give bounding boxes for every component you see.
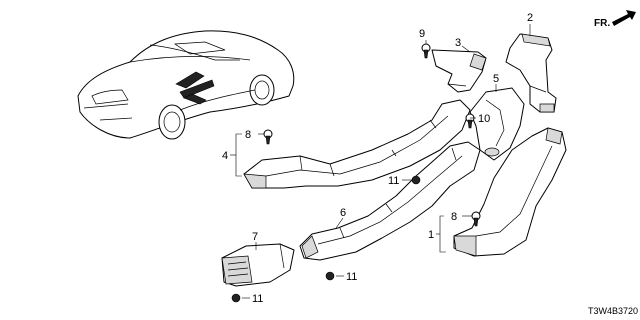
- callout-10: 10: [478, 113, 490, 125]
- fastener-8-clip-upper: [263, 129, 273, 145]
- duct-part-3: [431, 49, 487, 93]
- front-direction-label: FR.: [594, 18, 610, 29]
- fastener-11-screw-lower: [325, 271, 335, 281]
- duct-part-4: [243, 99, 471, 189]
- callout-7: 7: [252, 231, 258, 243]
- front-direction-arrow-icon: [612, 10, 636, 26]
- callout-1: 1: [428, 229, 434, 241]
- callout-8-upper: 8: [245, 129, 251, 141]
- fastener-10-clip: [465, 113, 475, 129]
- callout-11-mid: 11: [388, 175, 399, 187]
- duct-part-2: [505, 33, 557, 113]
- callout-11-lower: 11: [346, 271, 357, 283]
- duct-part-7: [221, 243, 295, 287]
- fastener-11-screw-mid: [411, 175, 421, 185]
- callout-9: 9: [419, 28, 425, 40]
- duct-part-1: [453, 127, 567, 257]
- callout-11-left: 11: [252, 293, 263, 305]
- callout-6: 6: [340, 207, 346, 219]
- duct-part-6: [299, 141, 481, 261]
- callout-labels: 2 9 3 5 10 8 4 11 6 8 1 7 11 11: [222, 12, 533, 305]
- fastener-11-screw-left: [231, 293, 241, 303]
- leader-lines: [230, 24, 531, 299]
- callout-4: 4: [222, 150, 228, 162]
- front-direction-indicator: FR.: [594, 10, 636, 29]
- fastener-9-clip: [421, 43, 431, 59]
- callout-3: 3: [455, 37, 461, 49]
- callout-8-lower: 8: [451, 211, 457, 223]
- callout-5: 5: [493, 73, 499, 85]
- callout-2: 2: [527, 12, 533, 24]
- vehicle-overview: [77, 30, 295, 140]
- diagram-code: T3W4B3720: [588, 306, 638, 316]
